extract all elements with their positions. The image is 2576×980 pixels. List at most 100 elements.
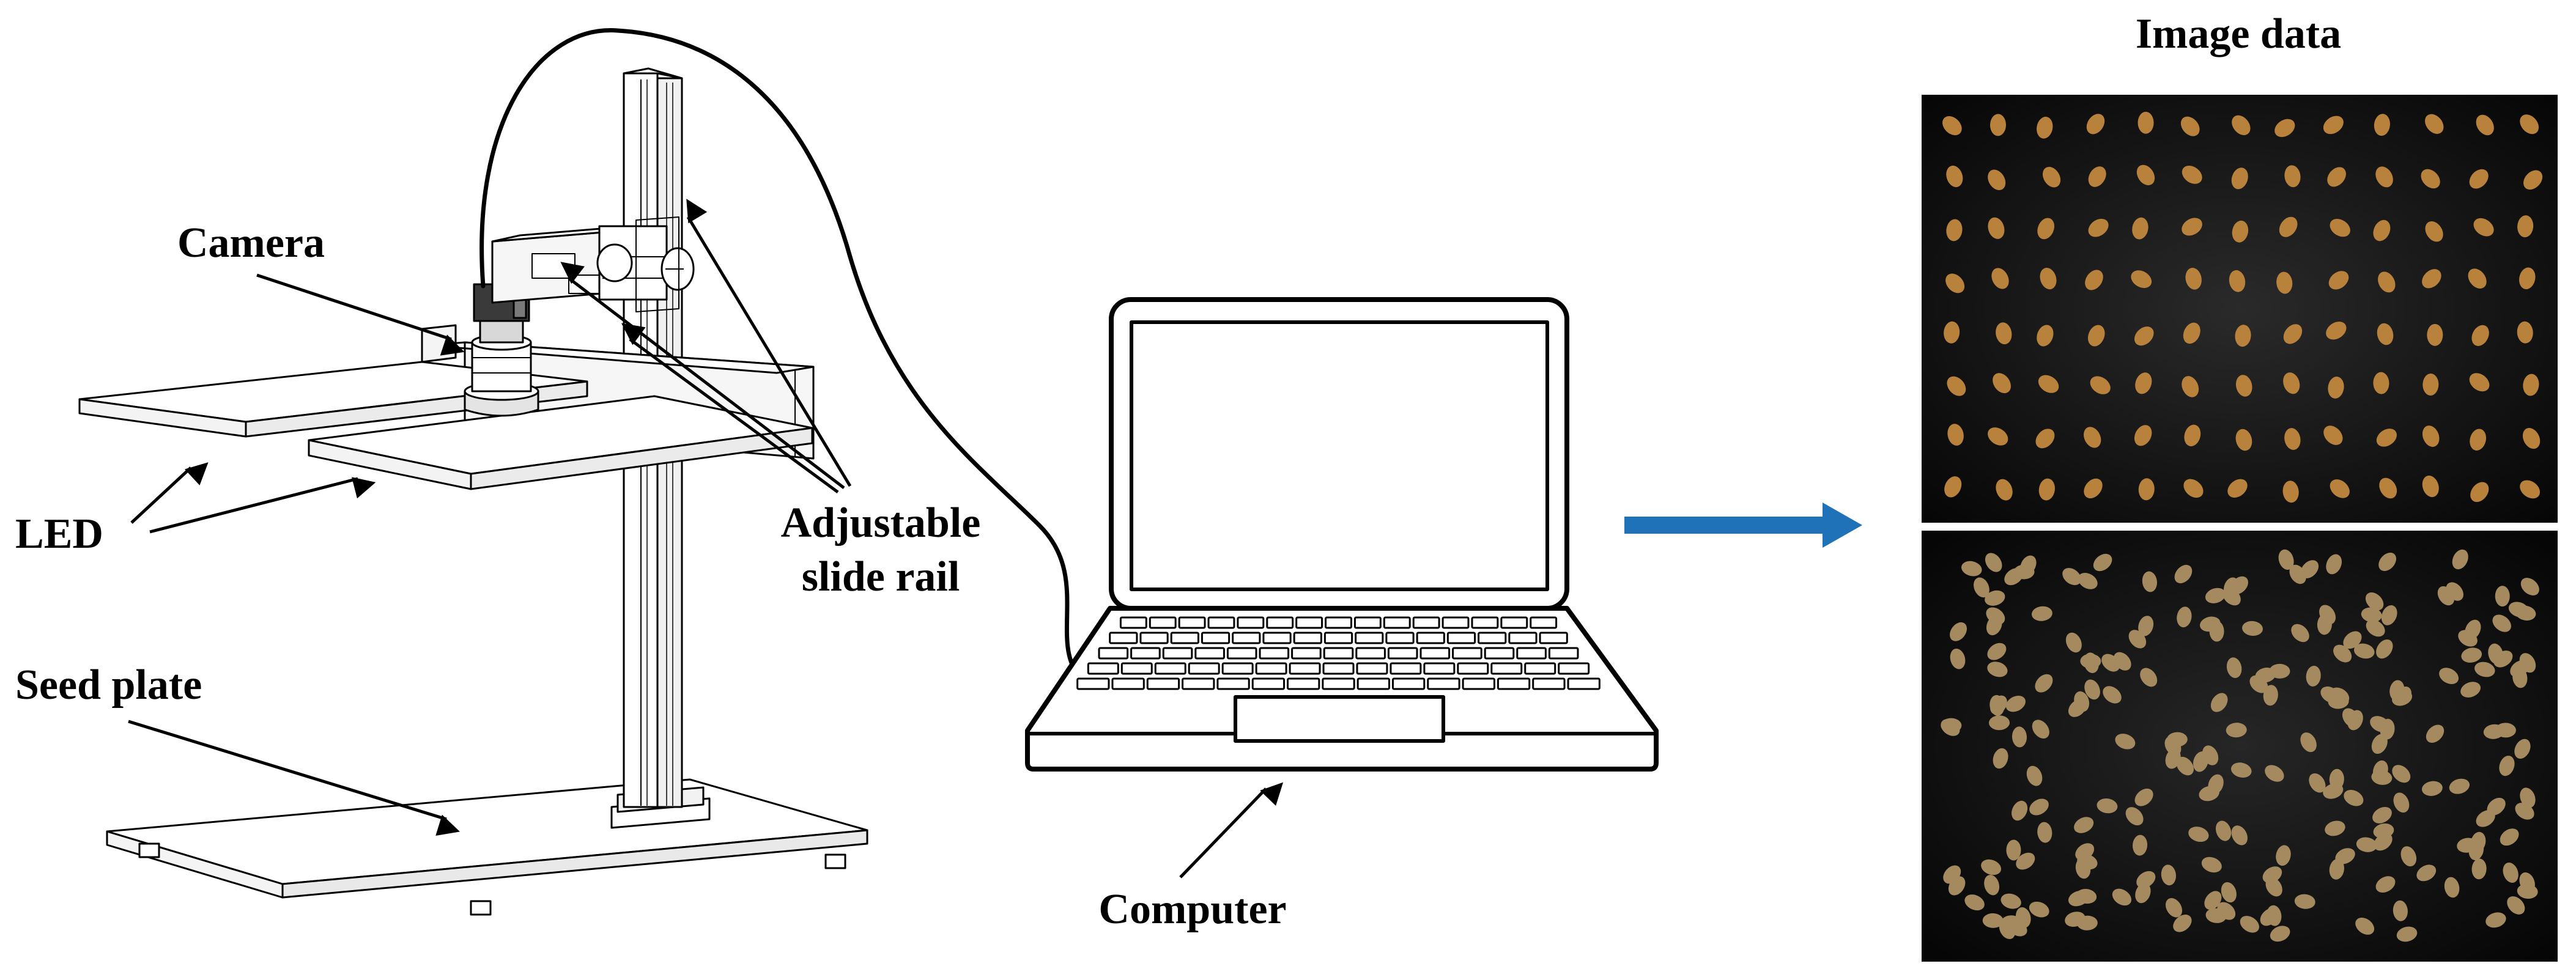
- keyboard-key: [1262, 632, 1292, 644]
- keyboard-key: [1322, 677, 1355, 690]
- seed-kernel: [1944, 476, 1962, 498]
- seed-kernel: [2131, 270, 2152, 289]
- seed-kernel: [2323, 426, 2343, 445]
- seed-kernel: [2016, 852, 2035, 870]
- camera-cable: [479, 28, 1079, 675]
- seed-kernel: [2523, 170, 2543, 190]
- seed-kernel: [2217, 902, 2236, 920]
- seed-kernel: [2393, 792, 2410, 813]
- seed-kernel: [2392, 690, 2413, 706]
- seed-kernel: [2012, 800, 2028, 821]
- seed-kernel: [1989, 715, 2010, 731]
- seed-plate-label: Seed plate: [15, 661, 202, 709]
- seed-kernel: [1990, 695, 2007, 715]
- seed-kernel: [2183, 322, 2200, 344]
- keyboard-key: [1226, 647, 1257, 660]
- seed-kernel: [2182, 166, 2202, 184]
- seed-kernel: [2495, 723, 2516, 738]
- seed-kernel: [2035, 429, 2055, 449]
- seed-kernel: [2134, 788, 2153, 806]
- seed-kernel: [2084, 679, 2100, 700]
- seed-kernel: [2279, 216, 2298, 237]
- seed-kernel: [2115, 734, 2136, 750]
- seed-kernel: [2138, 478, 2155, 501]
- keyboard-key: [1119, 616, 1147, 629]
- seed-kernel: [2492, 614, 2511, 632]
- seed-kernel: [2005, 695, 2026, 712]
- seed-kernel: [2134, 425, 2152, 446]
- seed-kernel: [1947, 376, 1966, 396]
- seed-kernel: [2270, 926, 2290, 942]
- seed-kernel: [2084, 427, 2101, 448]
- seed-kernel: [2335, 848, 2355, 864]
- keyboard-key: [1087, 662, 1119, 675]
- seed-kernel: [2188, 827, 2209, 842]
- seed-kernel: [2142, 571, 2157, 592]
- seed-kernel: [2361, 607, 2382, 622]
- seed-kernel: [2468, 268, 2487, 289]
- seed-kernel: [1946, 219, 1963, 241]
- seed-kernel: [2333, 644, 2352, 663]
- keyboard-key: [1178, 616, 1206, 629]
- laptop-screen: [1130, 320, 1549, 591]
- seed-kernel: [2182, 376, 2199, 397]
- slide-rail-label-line1: Adjustable: [781, 499, 981, 547]
- seed-kernel: [2376, 429, 2397, 447]
- seed-kernel: [1996, 322, 2012, 345]
- keyboard-key: [1390, 662, 1422, 675]
- keyboard-key: [1356, 662, 1388, 675]
- keyboard-key: [1221, 662, 1254, 675]
- seed-kernel: [2300, 560, 2319, 578]
- seed-kernel: [2042, 166, 2061, 188]
- seed-kernel: [2425, 114, 2444, 134]
- seed-kernel: [2329, 768, 2344, 790]
- seed-kernel: [2090, 376, 2111, 394]
- seed-kernel: [2330, 479, 2350, 498]
- keyboard-key: [1162, 647, 1193, 660]
- keyboard-key: [1452, 647, 1482, 660]
- laptop: [1025, 297, 1659, 772]
- seed-kernel: [2365, 592, 2384, 611]
- seed-kernel: [2476, 810, 2495, 827]
- keyboard-key: [1471, 616, 1499, 629]
- camera-label: Camera: [177, 219, 325, 267]
- keyboard-key: [1293, 632, 1322, 644]
- seed-kernel: [2215, 820, 2232, 841]
- seed-kernel: [2202, 745, 2219, 765]
- seed-kernel: [2032, 720, 2049, 739]
- seed-kernel: [1941, 719, 1960, 736]
- seed-kernel: [2062, 567, 2081, 586]
- seed-kernel: [2205, 588, 2226, 603]
- seed-kernel: [2522, 427, 2541, 449]
- seed-kernel: [2161, 864, 2176, 886]
- seed-kernel: [2037, 822, 2052, 843]
- keyboard-key: [1416, 632, 1445, 644]
- seed-kernel: [2458, 630, 2478, 647]
- keyboard-key: [1098, 647, 1129, 660]
- keyboard-key: [1154, 662, 1186, 675]
- seed-kernel: [2037, 325, 2054, 347]
- seed-kernel: [2165, 748, 2181, 769]
- seed-photo-grid: [1922, 95, 2558, 523]
- seed-kernel: [2485, 912, 2506, 928]
- seed-kernel: [2523, 374, 2539, 396]
- seed-kernel: [2274, 119, 2295, 138]
- seed-kernel: [1942, 116, 1962, 136]
- seed-kernel: [1987, 643, 2007, 660]
- seed-kernel: [2517, 215, 2534, 238]
- seed-kernel: [2201, 857, 2222, 873]
- seed-kernel: [2135, 883, 2151, 904]
- seed-kernel: [1984, 874, 2000, 896]
- seed-kernel: [2422, 426, 2440, 447]
- seed-kernel: [2377, 323, 2394, 345]
- keyboard-key: [1355, 647, 1386, 660]
- seed-kernel: [2035, 674, 2053, 693]
- seed-kernel: [2374, 114, 2390, 136]
- keyboard-key: [1216, 677, 1250, 690]
- seed-kernel: [2520, 578, 2539, 595]
- seed-kernel: [2499, 756, 2515, 776]
- seed-kernel: [2226, 657, 2242, 679]
- seed-kernel: [2468, 839, 2484, 861]
- seed-kernel: [2283, 372, 2300, 394]
